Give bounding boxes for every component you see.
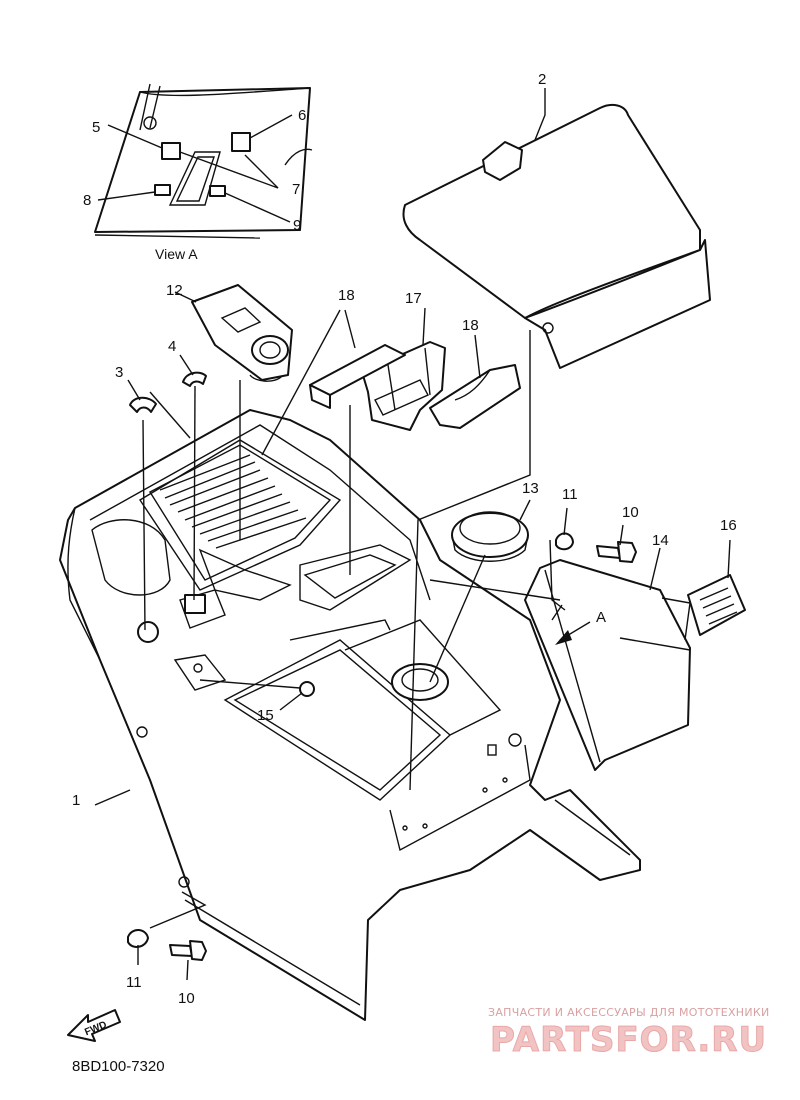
callout-14: 14 [652, 532, 669, 549]
part-1-console [59, 409, 641, 1021]
callout-10-bottom: 10 [178, 990, 195, 1007]
part-10-bolt-top [596, 541, 637, 563]
callout-10-top: 10 [622, 504, 639, 521]
callout-7: 7 [292, 181, 300, 198]
callout-5: 5 [92, 119, 100, 136]
callout-1: 1 [72, 792, 80, 809]
part-3-clip [129, 396, 157, 413]
callout-6: 6 [298, 107, 306, 124]
callout-17: 17 [405, 290, 422, 307]
part-12-cover [191, 284, 293, 382]
view-a-arrow [555, 621, 591, 645]
part-14-panel [524, 559, 691, 771]
callout-15: 15 [257, 707, 274, 724]
part-11-nut-top [555, 532, 574, 551]
part-10-bolt-bottom [169, 940, 207, 961]
part-4-clip [182, 371, 207, 387]
callout-11-bottom: 11 [126, 974, 142, 991]
callout-9: 9 [293, 217, 301, 234]
leader-lines [94, 88, 731, 981]
part-11-nut-bottom [127, 929, 149, 948]
part-16-label [687, 574, 746, 636]
diagram-code: 8BD100-7320 [72, 1058, 165, 1075]
view-arrow-label: A [596, 609, 606, 626]
callout-3: 3 [115, 364, 123, 381]
callout-11-top: 11 [562, 486, 578, 503]
part-15-plug [299, 681, 315, 697]
part-18-pad-right [429, 364, 521, 429]
callout-4: 4 [168, 338, 176, 355]
watermark-tagline: ЗАПЧАСТИ И АКСЕССУАРЫ ДЛЯ МОТОТЕХНИКИ [488, 1006, 770, 1019]
callout-8: 8 [83, 192, 91, 209]
callout-18-left: 18 [338, 287, 355, 304]
part-18-pad-left [309, 344, 406, 409]
callout-13: 13 [522, 480, 539, 497]
part-13-grommet [451, 511, 529, 562]
fwd-arrow: FWD [67, 1009, 121, 1042]
part-2-lid [402, 103, 711, 369]
callout-16: 16 [720, 517, 737, 534]
view-a-caption: View A [155, 246, 198, 262]
callout-12: 12 [166, 282, 183, 299]
callout-18-right: 18 [462, 317, 479, 334]
callout-2: 2 [538, 71, 546, 88]
watermark-logo: PARTSFOR.RU [489, 1020, 768, 1061]
